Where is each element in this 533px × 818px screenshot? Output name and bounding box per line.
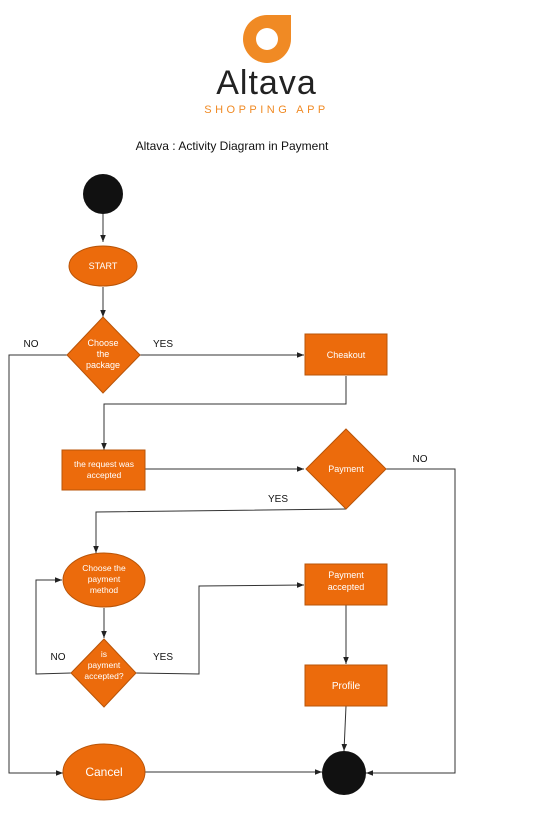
request-accepted-line-2: accepted [87,470,122,480]
brand-header: Altava SHOPPING APP [0,0,533,130]
cancel-node [62,743,146,801]
choose-method-node [62,552,146,608]
choose-method-line-3: method [90,585,119,595]
edge-check-method [35,577,72,675]
checkout-node [304,333,388,376]
is-accepted-line-2: payment [88,660,121,670]
start-label: START [89,261,118,271]
choose-package-line-2: the [97,349,110,359]
diagram-title: Altava : Activity Diagram in Payment [135,139,329,153]
is-accepted-line-1: is [101,649,107,659]
request-accepted-line-1: the request was [74,459,134,469]
profile-label: Profile [332,681,361,692]
choose-method-line-1: Choose the [82,563,126,573]
brand-name: Altava [216,64,317,102]
payment-accepted-line-1: Payment [328,570,364,580]
cancel-label: Cancel [85,765,122,779]
edge-profile-end [341,705,348,752]
payment-accepted-node [304,563,388,606]
request-accepted-node [61,449,146,491]
payment-accepted-line-2: accepted [328,582,365,592]
final-node [322,751,366,795]
edge-check-paid [135,582,305,675]
payment-label: Payment [328,464,364,474]
profile-node [304,664,388,707]
start-node [68,245,138,287]
edge-checkout-request [101,376,347,450]
diagram-edges [8,214,456,776]
accepted-no-label: NO [51,652,66,663]
checkout-label: Cheakout [327,350,366,360]
is-accepted-line-3: accepted? [84,671,123,681]
brand-subtitle: SHOPPING APP [204,104,329,116]
payment-decision [305,428,387,510]
altava-logo-icon [243,15,291,63]
choose-package-decision [66,316,141,394]
is-payment-accepted-decision [70,638,137,708]
choose-package-line-3: package [86,360,120,370]
initial-node [83,174,123,214]
package-yes-label: YES [153,339,173,350]
choose-package-line-1: Choose [87,338,118,348]
payment-yes-label: YES [268,494,288,505]
edge-payment-method [93,508,347,553]
edge-payment-end [366,468,456,776]
edge-package-cancel [8,354,67,776]
payment-no-label: NO [413,454,428,465]
accepted-yes-label: YES [153,652,173,663]
package-no-label: NO [24,339,39,350]
choose-method-line-2: payment [88,574,121,584]
